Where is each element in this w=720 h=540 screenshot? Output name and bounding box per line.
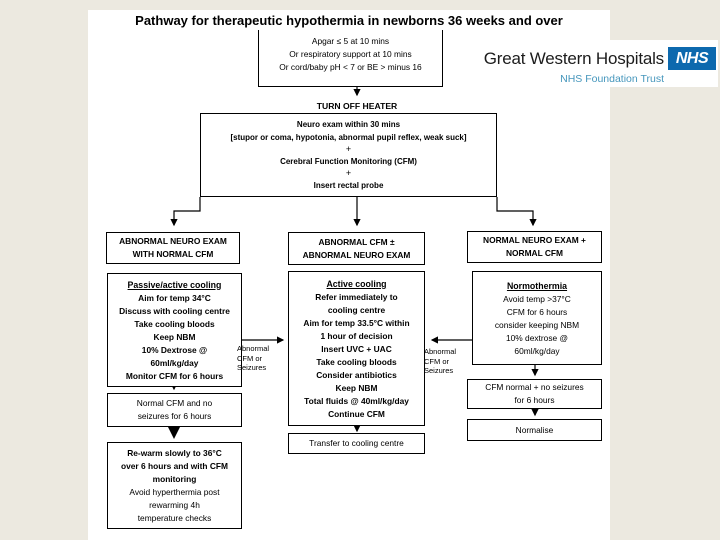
escalation-line: Abnormal — [237, 344, 270, 353]
page-title: Pathway for therapeutic hypothermia in n… — [135, 13, 563, 28]
left-outcome-box: Normal CFM and no seizures for 6 hours — [107, 393, 242, 427]
plan-line: 60ml/kg/day — [514, 345, 560, 356]
plan-line: 1 hour of decision — [320, 330, 393, 341]
active-cooling-box: Active cooling Refer immediately to cool… — [288, 271, 425, 426]
rewarm-line: Re-warm slowly to 36°C — [127, 447, 222, 458]
plan-line: CFM for 6 hours — [506, 306, 568, 317]
entry-line: Or respiratory support at 10 mins — [289, 49, 412, 59]
escalation-line: Seizures — [424, 366, 454, 375]
plan-line: 60ml/kg/day — [150, 357, 199, 368]
plan-line: Take cooling bloods — [134, 318, 215, 329]
assessment-line: Neuro exam within 30 mins — [296, 120, 401, 129]
plan-line: Aim for temp 34°C — [138, 292, 211, 303]
rewarm-line: monitoring — [152, 473, 197, 484]
plan-line: 10% dextrose @ — [505, 332, 569, 343]
plan-line: consider keeping NBM — [494, 319, 580, 330]
escalation-line: Seizures — [237, 363, 267, 372]
entry-line: Apgar ≤ 5 at 10 mins — [311, 36, 390, 46]
normalise-box: Normalise — [467, 419, 602, 441]
outcome-line: seizures for 6 hours — [137, 411, 212, 421]
hospital-name: Great Western Hospitals — [483, 49, 664, 68]
plan-line: Take cooling bloods — [316, 356, 397, 367]
plan-title: Passive/active cooling — [127, 279, 222, 290]
plan-line: Refer immediately to — [315, 291, 398, 302]
plan-title: Active cooling — [326, 278, 387, 289]
connector-assessment-to-left — [170, 197, 201, 227]
plan-line: Discuss with cooling centre — [119, 305, 230, 316]
plan-line: Keep NBM — [153, 331, 196, 342]
transfer-box: Transfer to cooling centre — [288, 433, 425, 454]
passive-active-cooling-box: Passive/active cooling Aim for temp 34°C… — [107, 273, 242, 387]
left-branch-header-box: ABNORMAL NEURO EXAM WITH NORMAL CFM — [106, 232, 240, 264]
transfer-line: Transfer to cooling centre — [309, 438, 404, 448]
plan-line: Continue CFM — [328, 408, 385, 419]
plan-line: Keep NBM — [335, 382, 378, 393]
outcome-line: Normal CFM and no — [136, 398, 213, 408]
assessment-line: Cerebral Function Monitoring (CFM) — [280, 157, 417, 166]
turn-off-heater-label: TURN OFF HEATER — [316, 101, 398, 111]
escalation-label-right: Abnormal CFM or Seizures — [424, 347, 468, 376]
nhs-logo: NHS — [668, 47, 716, 70]
right-outcome-box: CFM normal + no seizures for 6 hours — [467, 379, 602, 409]
normalise-line: Normalise — [515, 424, 554, 435]
plan-line: Total fluids @ 40ml/kg/day — [304, 395, 409, 406]
plan-line: cooling centre — [327, 304, 386, 315]
header-line: ABNORMAL NEURO EXAM — [302, 249, 411, 260]
escalation-line: CFM or — [424, 356, 449, 366]
entry-line: Or cord/baby pH < 7 or BE > minus 16 — [279, 62, 422, 72]
trust-name: NHS Foundation Trust — [560, 73, 664, 85]
plan-line: 10% Dextrose @ — [141, 344, 208, 355]
plan-title: Normothermia — [506, 280, 568, 291]
header-line: WITH NORMAL CFM — [132, 249, 214, 259]
assessment-line: [stupor or coma, hypotonia, abnormal pup… — [230, 133, 467, 142]
assessment-box: Neuro exam within 30 mins [stupor or com… — [200, 113, 497, 197]
escalation-line: CFM or — [237, 353, 262, 363]
escalation-line: Abnormal — [424, 347, 457, 356]
header-line: ABNORMAL CFM ± — [318, 236, 395, 247]
plus-separator: + — [345, 168, 352, 178]
plan-line: Consider antibiotics — [316, 369, 397, 380]
normothermia-box: Normothermia Avoid temp >37°C CFM for 6 … — [472, 271, 602, 365]
header-line: ABNORMAL NEURO EXAM — [119, 236, 227, 246]
rewarm-line: over 6 hours and with CFM — [120, 460, 229, 471]
header-line: NORMAL CFM — [505, 248, 564, 258]
outcome-line: for 6 hours — [514, 395, 555, 405]
mid-branch-header-box: ABNORMAL CFM ± ABNORMAL NEURO EXAM — [288, 232, 425, 265]
rewarm-line: temperature checks — [137, 512, 212, 523]
plan-line: Insert UVC + UAC — [321, 343, 392, 354]
entry-criteria-box: Apgar ≤ 5 at 10 mins Or respiratory supp… — [258, 30, 443, 87]
assessment-line: Insert rectal probe — [313, 181, 384, 190]
right-branch-header-box: NORMAL NEURO EXAM + NORMAL CFM — [467, 231, 602, 263]
plan-line: Avoid temp >37°C — [503, 293, 571, 304]
rewarm-line: rewarming 4h — [149, 499, 200, 510]
rewarm-line: Avoid hyperthermia post — [129, 486, 220, 497]
plan-line: Aim for temp 33.5°C within — [303, 317, 410, 328]
rewarm-box: Re-warm slowly to 36°C over 6 hours and … — [107, 442, 242, 529]
outcome-line: CFM normal + no seizures — [485, 382, 584, 392]
plus-separator: + — [345, 144, 352, 154]
plan-line: Monitor CFM for 6 hours — [125, 370, 224, 381]
nhs-logo-text: NHS — [675, 49, 709, 67]
header-line: NORMAL NEURO EXAM + — [483, 235, 586, 245]
escalation-label-left: Abnormal CFM or Seizures — [237, 344, 281, 373]
connector-assessment-to-right — [496, 197, 537, 227]
